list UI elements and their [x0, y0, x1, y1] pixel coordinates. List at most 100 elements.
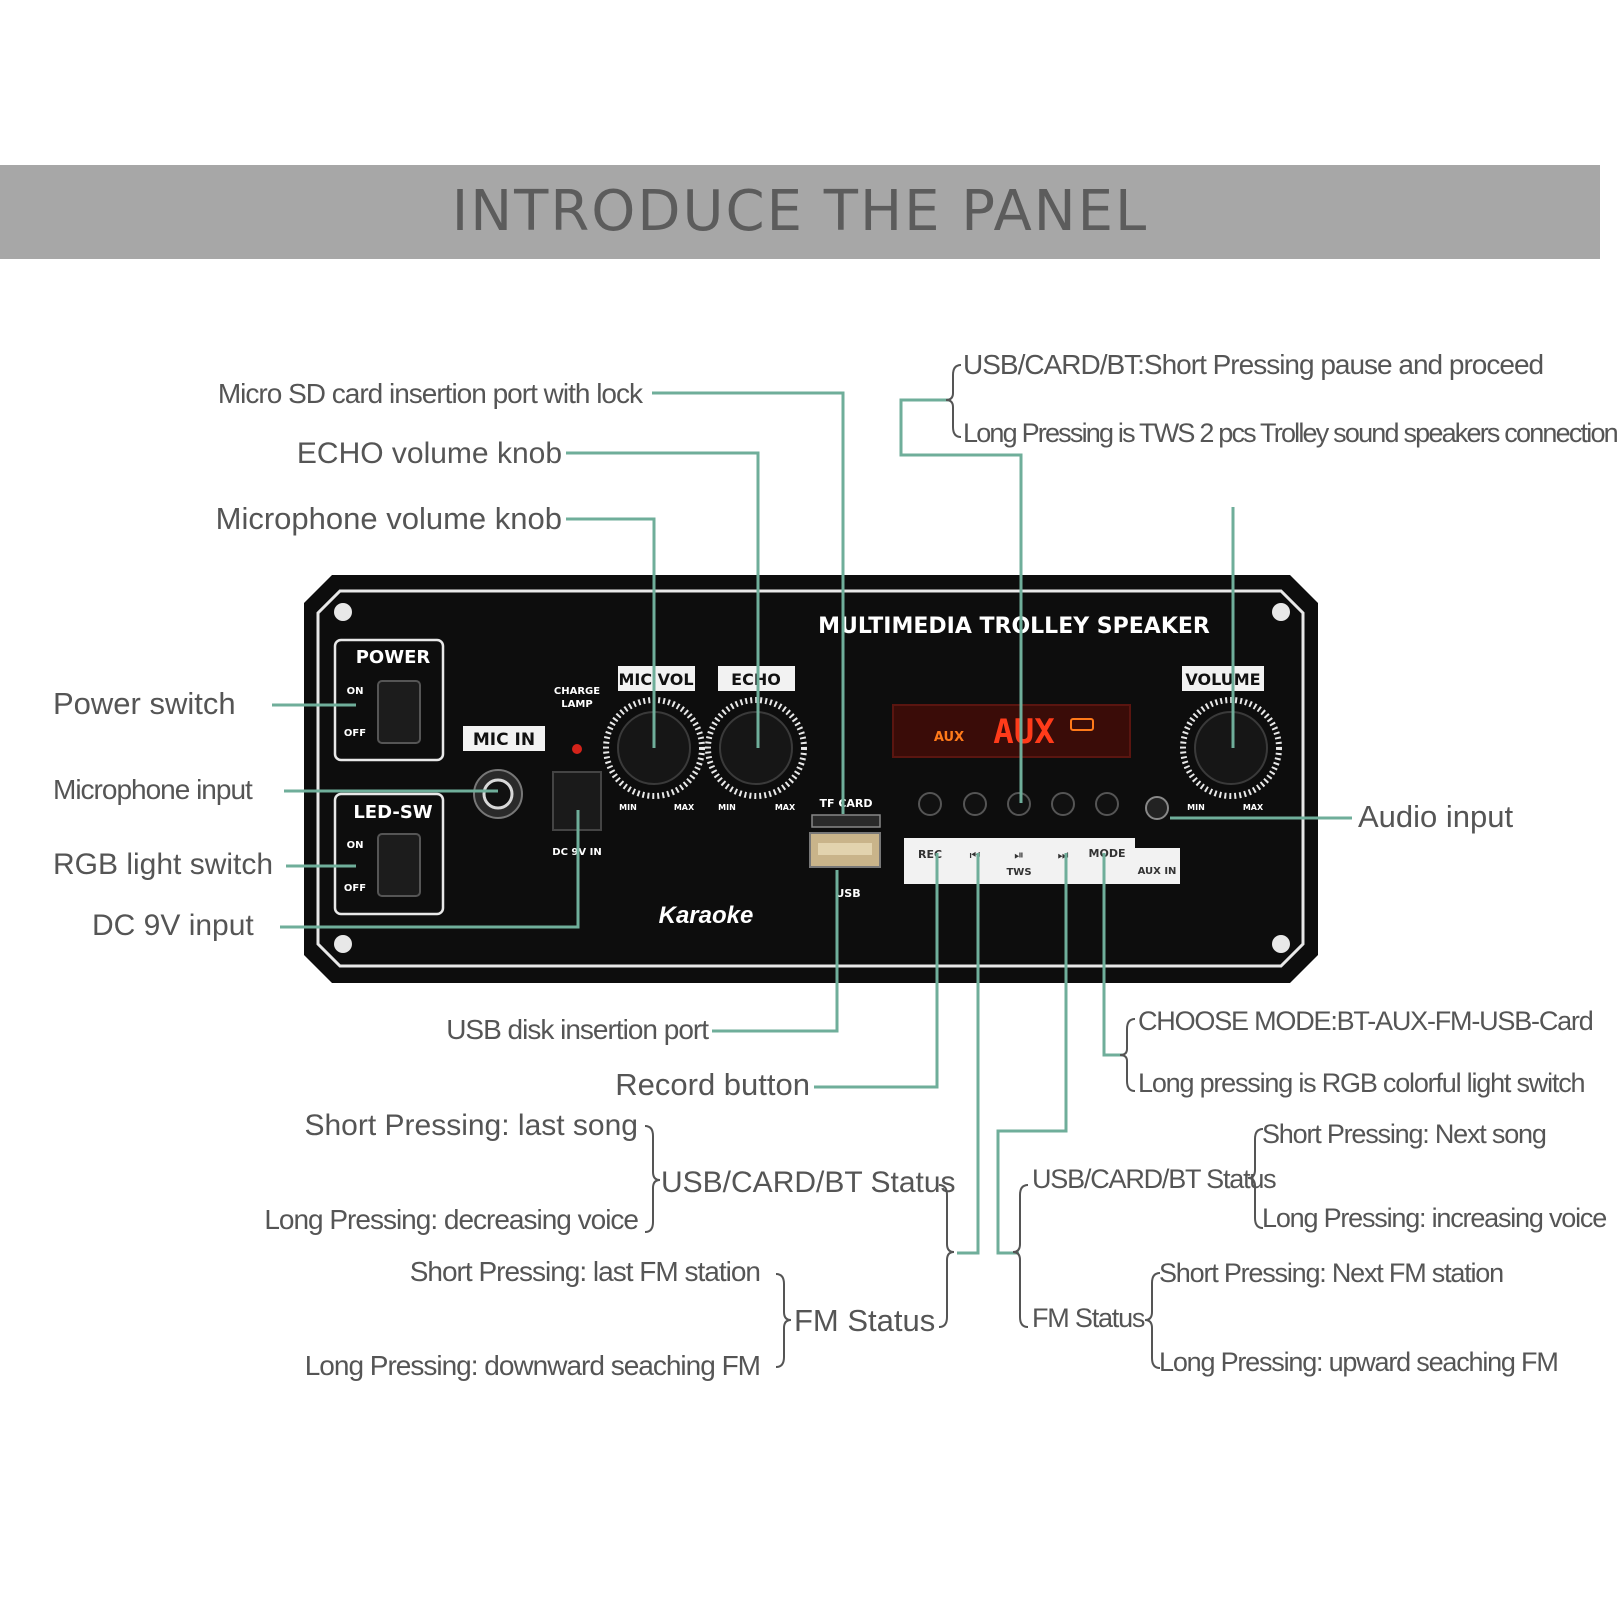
next-usb-status-label: USB/CARD/BT Status: [1032, 1164, 1277, 1194]
record-button-label: Record button: [615, 1067, 810, 1102]
prev-icon: ⏮: [970, 848, 981, 862]
led-switch-frame: [333, 792, 445, 916]
on-label: ON: [347, 686, 364, 697]
leader-line-prev: [957, 853, 980, 1255]
dc-input-label: DC 9V input: [92, 909, 254, 942]
off-label: OFF: [344, 728, 366, 739]
micro-sd-label: Micro SD card insertion port with lock: [217, 378, 643, 409]
mode-short-label: CHOOSE MODE:BT-AUX-FM-USB-Card: [1138, 1006, 1594, 1036]
battery-icon: [1070, 718, 1094, 731]
tf-card-slot[interactable]: [811, 814, 881, 828]
mic-in-tag: [463, 726, 545, 751]
echo-scale: [705, 697, 807, 799]
leader-line-mic-knob: [566, 517, 656, 748]
next-fm-short-label: Short Pressing: Next FM station: [1159, 1258, 1504, 1288]
button-legend-strip: [904, 838, 1180, 884]
volume-scale: [1180, 697, 1282, 799]
leader-line-record: [814, 853, 939, 1089]
next-icon: ⏭: [1058, 848, 1069, 862]
next-fm-long-label: Long Pressing: upward seaching FM: [1159, 1347, 1559, 1377]
brace-mode: [1119, 1018, 1136, 1092]
prev-usb-short-label: Short Pressing: last song: [304, 1109, 638, 1142]
brace-next-usb: [1247, 1128, 1264, 1229]
power-switch[interactable]: [377, 680, 421, 744]
mic-in-label: MIC IN: [473, 730, 535, 750]
aux-in-label: AUX IN: [1138, 866, 1177, 877]
brace-prev-group: [938, 1184, 955, 1328]
karaoke-logo: Karaoke: [659, 902, 754, 929]
next-usb-long-label: Long Pressing: increasing voice: [1262, 1203, 1607, 1233]
tws-label: TWS: [1006, 867, 1031, 878]
volume-tag: [1182, 666, 1264, 691]
mic-jack-ring: [482, 778, 514, 810]
leader-line-usb: [712, 870, 839, 1033]
prev-fm-long-label: Long Pressing: downward seaching FM: [304, 1350, 761, 1381]
title-banner: INTRODUCE THE PANEL: [0, 165, 1600, 259]
leader-line-echo: [566, 451, 760, 748]
leader-line-play: [899, 398, 1023, 803]
play-long-label: Long Pressing is TWS 2 pcs Trolley sound…: [963, 418, 1617, 448]
braces: [644, 364, 1264, 1369]
brace-next-fm: [1144, 1272, 1161, 1369]
on-label: ON: [347, 840, 364, 851]
power-label: POWER: [356, 647, 431, 668]
min-label: MIN: [718, 803, 736, 812]
panel-screw: [334, 935, 352, 953]
brace-play: [945, 364, 962, 438]
panel-border: [316, 589, 1305, 968]
charge-lamp-label: CHARGE: [554, 686, 600, 697]
display-mode-small: AUX: [934, 730, 964, 745]
leader-line-micro-sd: [652, 391, 845, 814]
panel-screw: [334, 603, 352, 621]
tf-card-label: TF CARD: [819, 797, 872, 810]
echo-label: ECHO: [731, 670, 781, 689]
leader-lines: [272, 391, 1352, 1255]
aux-in-jack[interactable]: [1145, 796, 1169, 820]
leader-line-dc: [280, 810, 580, 929]
volume-knob[interactable]: [1194, 711, 1268, 785]
rgb-switch-label: RGB light switch: [53, 848, 274, 881]
play-pause-button[interactable]: [1007, 792, 1031, 816]
prev-fm-short-label: Short Pressing: last FM station: [409, 1256, 761, 1287]
prev-usb-status-label: USB/CARD/BT Status: [661, 1166, 956, 1199]
power-switch-label: Power switch: [53, 686, 236, 721]
rec-button[interactable]: [918, 792, 942, 816]
usb-label: USB: [835, 887, 860, 900]
leader-line-mode: [1102, 853, 1124, 1057]
led-sw-label: LED-SW: [353, 802, 432, 823]
play-pause-icon: ⏯: [1014, 848, 1024, 862]
echo-knob-label: ECHO volume knob: [296, 437, 562, 470]
mode-button[interactable]: [1095, 792, 1119, 816]
echo-knob[interactable]: [719, 711, 793, 785]
usb-port-tongue: [818, 843, 872, 855]
display-mode: AUX: [993, 712, 1055, 752]
max-label: MAX: [775, 803, 796, 812]
mic-input-label: Microphone input: [53, 774, 253, 805]
min-label: MIN: [619, 803, 637, 812]
prev-usb-long-label: Long Pressing: decreasing voice: [264, 1204, 639, 1235]
volume-label: VOLUME: [1185, 670, 1260, 689]
brace-prev-fm: [775, 1273, 792, 1368]
max-label: MAX: [1243, 803, 1264, 812]
prev-button[interactable]: [963, 792, 987, 816]
charge-lamp: [572, 744, 582, 754]
mic-knob-label: Microphone volume knob: [215, 501, 562, 536]
mode-label: MODE: [1089, 847, 1126, 860]
next-button[interactable]: [1051, 792, 1075, 816]
audio-input-label: Audio input: [1358, 799, 1514, 834]
leader-line-next: [996, 853, 1068, 1255]
page-title: INTRODUCE THE PANEL: [451, 179, 1149, 244]
mode-long-label: Long pressing is RGB colorful light swit…: [1138, 1068, 1586, 1098]
off-label: OFF: [344, 883, 366, 894]
next-fm-status-label: FM Status: [1032, 1303, 1145, 1333]
panel-screw: [1272, 603, 1290, 621]
led-switch[interactable]: [377, 833, 421, 897]
play-short-label: USB/CARD/BT:Short Pressing pause and pro…: [963, 349, 1544, 380]
min-label: MIN: [1187, 803, 1205, 812]
power-switch-frame: [333, 638, 445, 762]
panel-title: MULTIMEDIA TROLLEY SPEAKER: [818, 614, 1210, 639]
mic-vol-tag: [618, 666, 695, 691]
mic-vol-label: MIC VOL: [618, 670, 693, 689]
next-usb-short-label: Short Pressing: Next song: [1262, 1119, 1547, 1149]
